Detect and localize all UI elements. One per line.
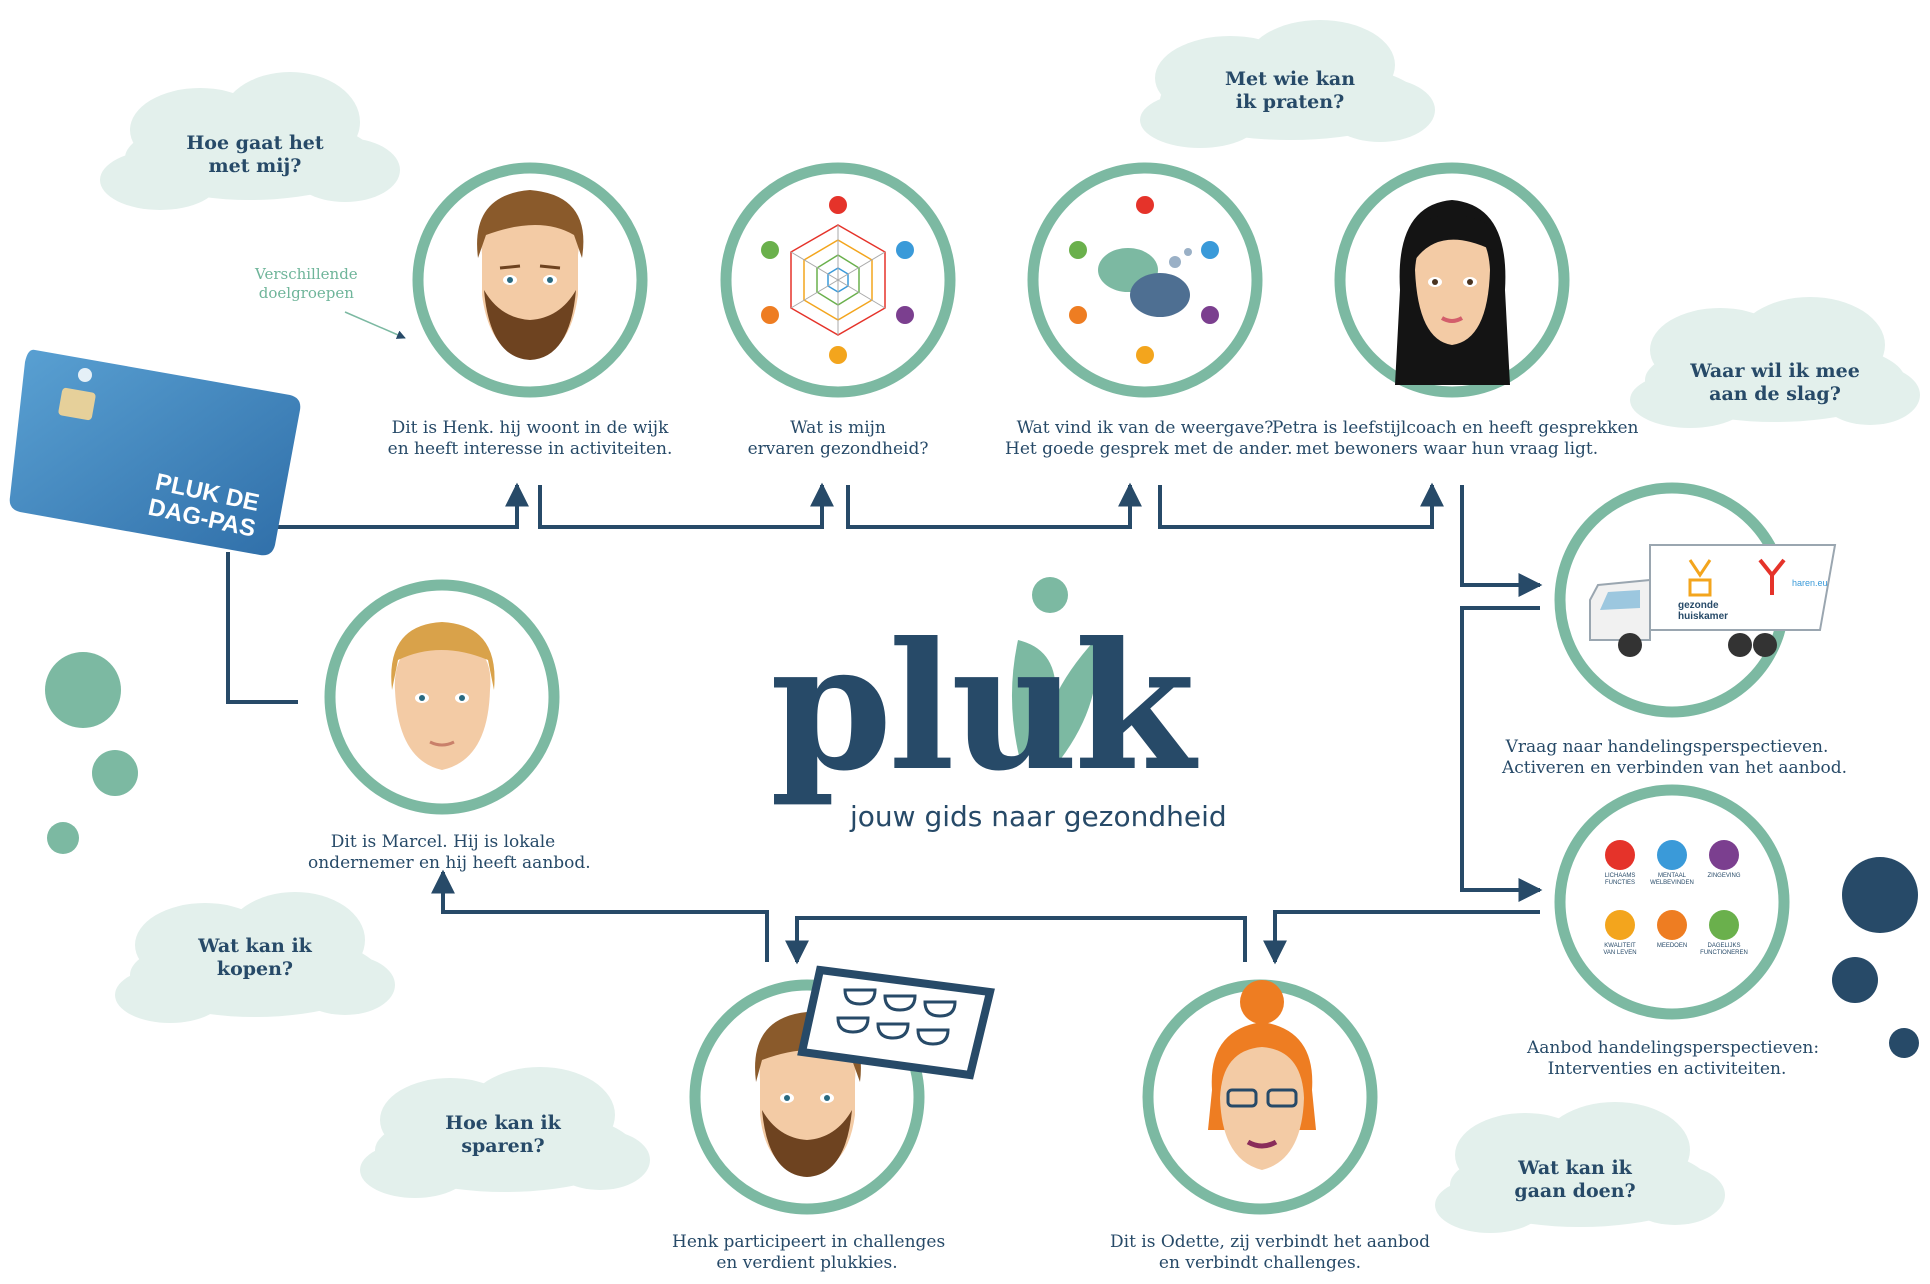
radar-chart-icon xyxy=(761,196,914,364)
chat-bubbles-icon xyxy=(1069,196,1219,364)
note-arrow xyxy=(344,311,406,339)
meedoen-icon xyxy=(1657,910,1687,940)
connector-lines xyxy=(226,482,1543,965)
cloud-wat-kopen xyxy=(115,892,395,1023)
node-label-domains: Aanbod handelingsperspectieven:Intervent… xyxy=(1527,1038,1820,1079)
lichaamsfuncties-icon xyxy=(1605,840,1635,870)
teal-dot xyxy=(45,652,121,728)
node-label-chat: Wat vind ik van de weergave?Het goede ge… xyxy=(1005,418,1293,459)
cloud-gaan-doen xyxy=(1435,1102,1725,1233)
pluk-tagline: jouw gids naar gezondheid xyxy=(850,800,1227,833)
cloud-hoe-gaat xyxy=(100,72,400,210)
zingeving-icon xyxy=(1709,840,1739,870)
mentaal-welbevinden-icon xyxy=(1657,840,1687,870)
pluk-dag-pas-card-icon xyxy=(9,349,301,556)
teal-dot xyxy=(92,750,138,796)
domain-label: MEEDOEN xyxy=(1656,943,1688,949)
henk-avatar-icon xyxy=(477,190,584,360)
cloud-met-wie xyxy=(1140,20,1435,148)
marcel-avatar-icon xyxy=(391,622,495,770)
navy-dot xyxy=(1832,957,1878,1003)
node-circle-domains xyxy=(1554,784,1790,1020)
teal-dot xyxy=(47,822,79,854)
truck-brand-haren: haren.eu xyxy=(1792,578,1828,588)
domain-icons xyxy=(1605,840,1739,940)
odette-avatar-icon xyxy=(1208,980,1316,1170)
domain-label: ZINGEVING xyxy=(1707,873,1741,879)
navy-dot xyxy=(1842,857,1918,933)
coffee-card-icon xyxy=(797,965,995,1080)
pluk-logo-word: pluk xyxy=(770,605,1195,810)
cloud-waar-wil xyxy=(1630,297,1920,428)
navy-dot xyxy=(1889,1028,1919,1058)
cloud-shapes xyxy=(100,20,1920,1233)
truck-brand-gezonde-huiskamer: gezonde huiskamer xyxy=(1678,600,1729,622)
petra-avatar-icon xyxy=(1395,200,1510,385)
kwaliteit-van-leven-icon xyxy=(1605,910,1635,940)
node-label-truck: Vraag naar handelingsperspectieven.Activ… xyxy=(1502,737,1847,778)
doelgroepen-note: Verschillende doelgroepen xyxy=(255,265,358,302)
dagelijks-functioneren-icon xyxy=(1709,910,1739,940)
pluk-logo: pluk xyxy=(770,620,1195,795)
pluk-logo-leaves xyxy=(1011,577,1097,760)
node-label-petra: Petra is leefstijlcoach en heeft gesprek… xyxy=(1272,418,1639,459)
truck-icon xyxy=(1589,544,1837,657)
decorative-dots xyxy=(45,652,1919,1058)
cloud-hoe-sparen xyxy=(360,1067,650,1198)
